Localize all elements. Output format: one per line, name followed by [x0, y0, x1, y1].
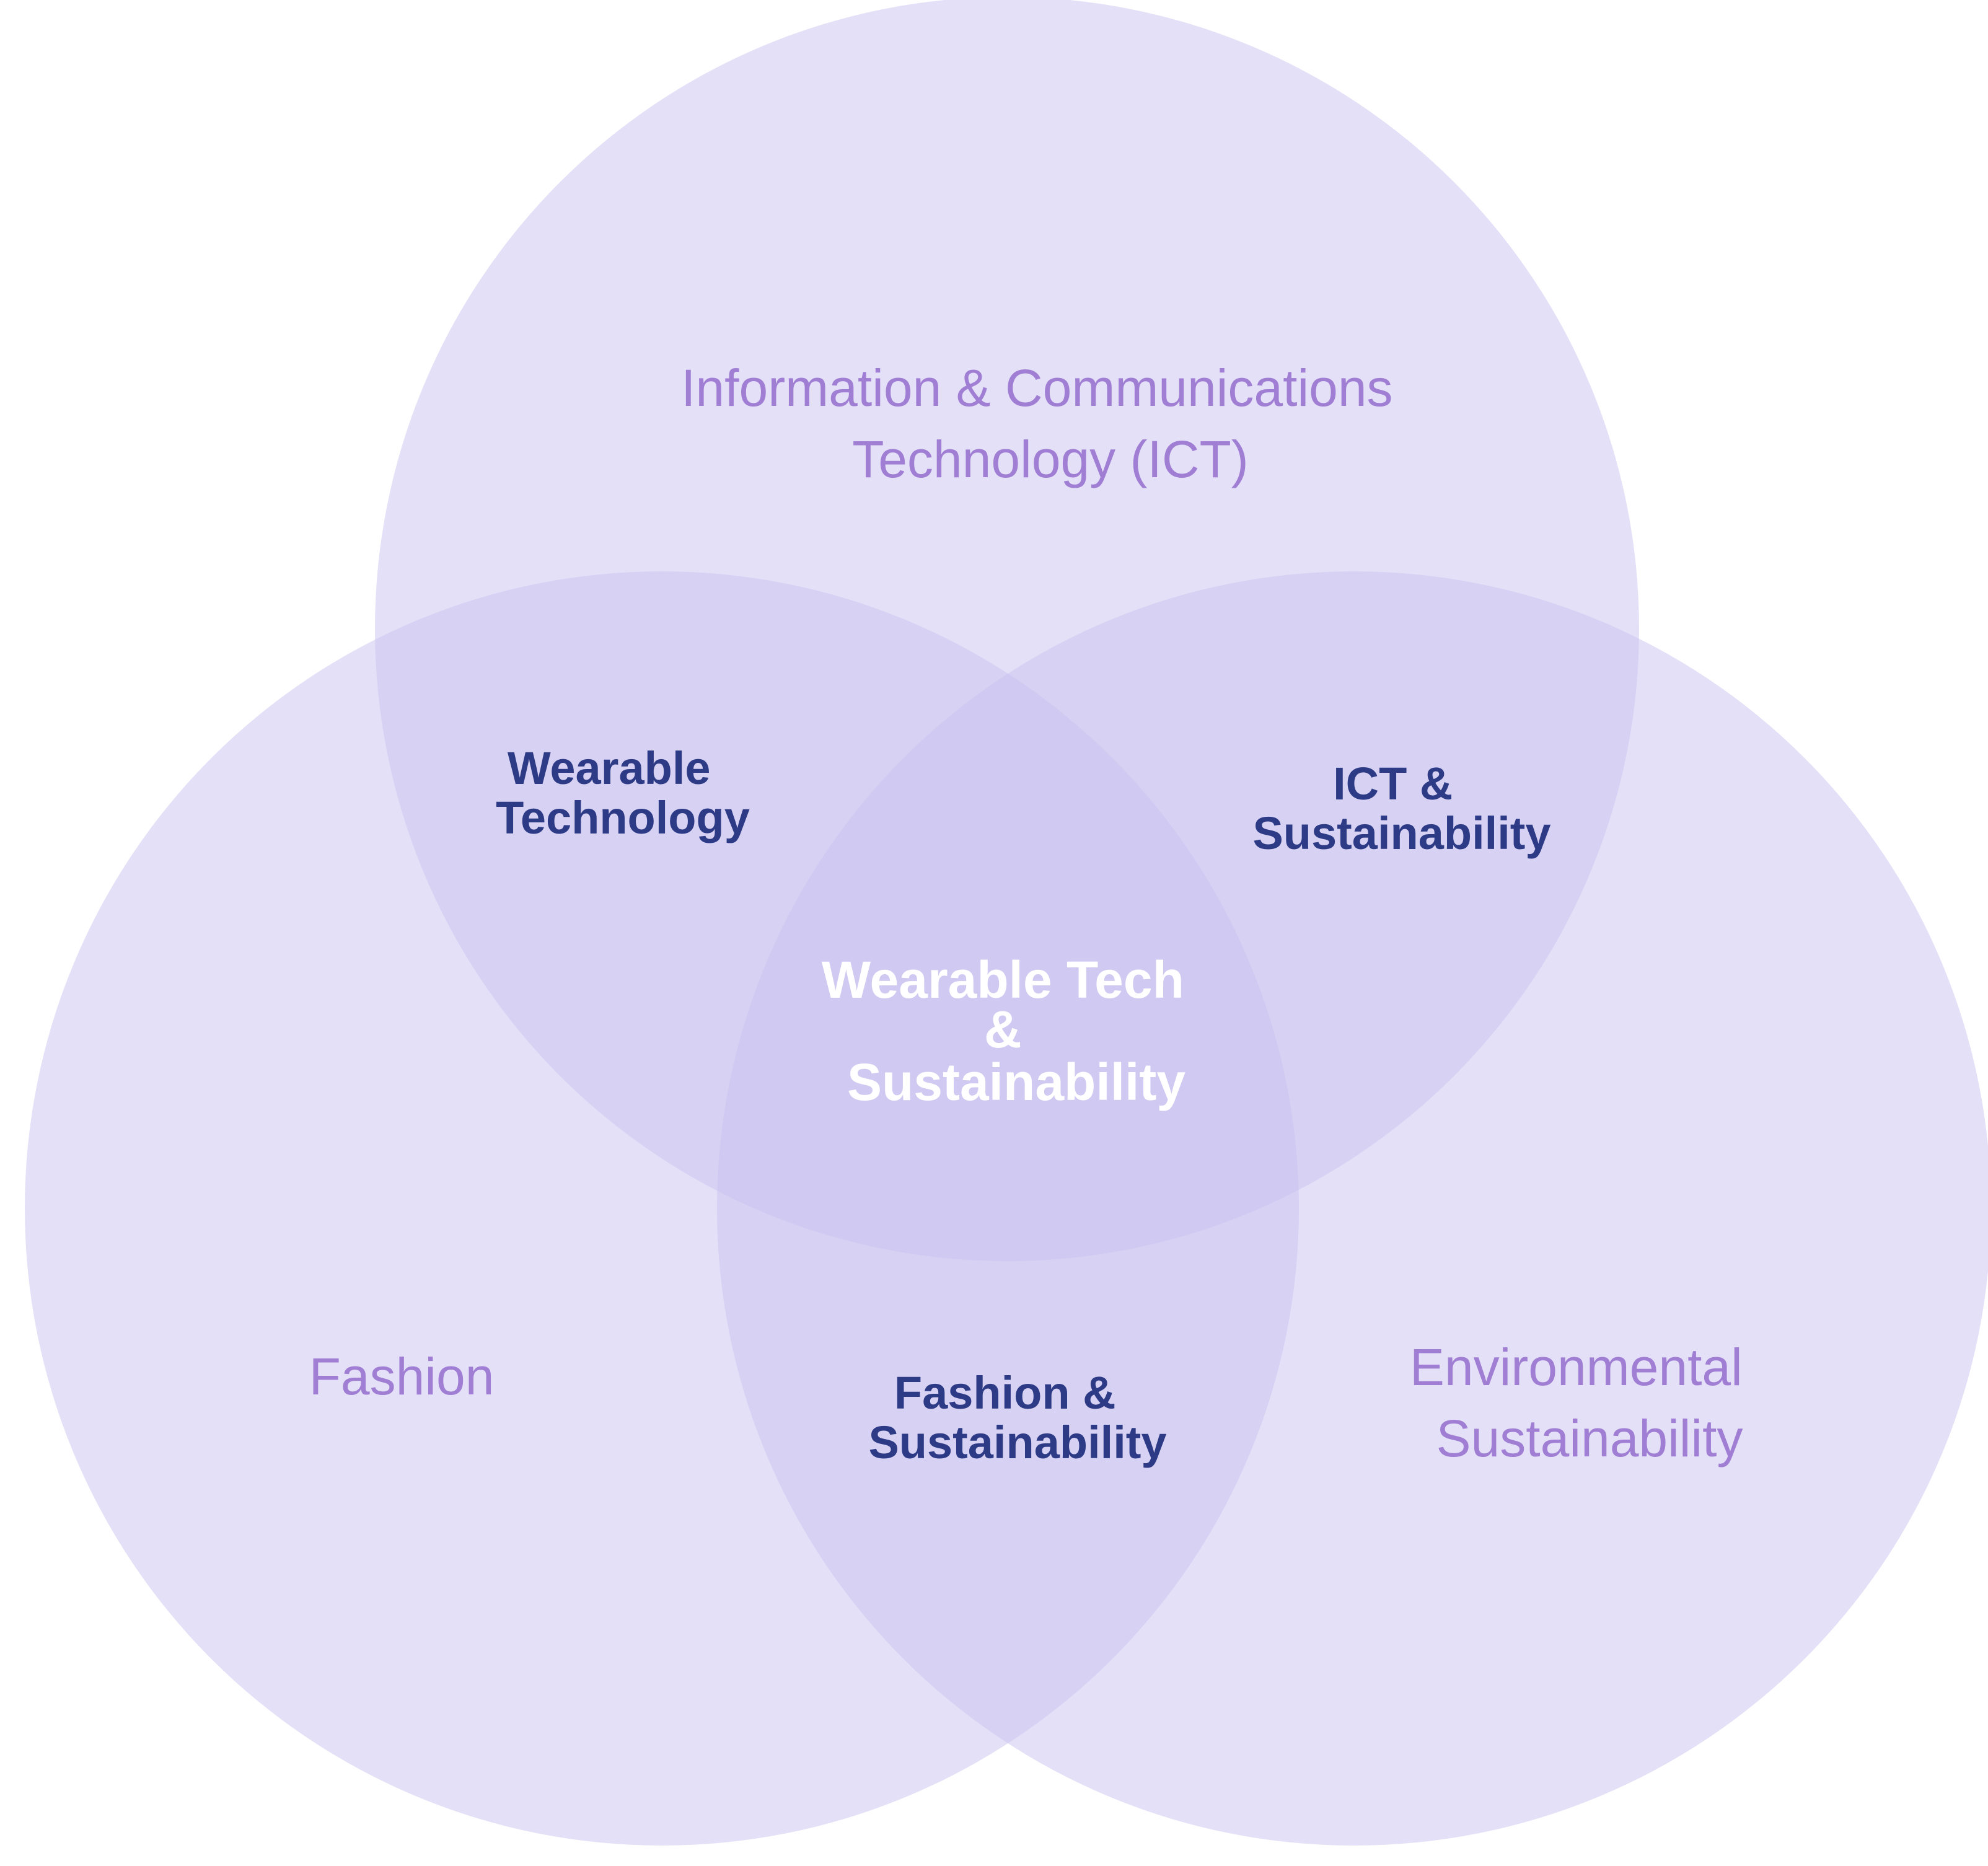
label-ict-sustainability: ICT & Sustainability [1252, 758, 1550, 859]
label-ict-line2: Technology (ICT) [852, 430, 1249, 488]
label-ict-line1: Information & Communications [681, 359, 1392, 417]
label-environmental-sustainability: Environmental Sustainability [1410, 1338, 1757, 1468]
label-wearable-technology-line2: Technology [496, 792, 750, 843]
label-ict-sustainability-line1: ICT & [1333, 758, 1453, 809]
label-fashion-sustainability: Fashion & Sustainability [868, 1367, 1166, 1468]
label-fashion-sustainability-line2: Sustainability [868, 1417, 1166, 1468]
label-ict-sustainability-line2: Sustainability [1252, 808, 1550, 859]
label-fashion-sustainability-line1: Fashion & [894, 1367, 1116, 1419]
label-wearable-technology: Wearable Technology [496, 742, 750, 843]
label-wearable-tech-sustainability: Wearable Tech & Sustainability [822, 951, 1199, 1111]
label-wearable-technology-line1: Wearable [508, 742, 711, 794]
label-center-line1: Wearable Tech [822, 951, 1184, 1009]
label-fashion: Fashion [309, 1347, 495, 1406]
label-ict: Information & Communications Technology … [681, 359, 1407, 488]
label-center-line2: & [984, 1000, 1022, 1058]
label-environmental-line2: Sustainability [1436, 1409, 1743, 1468]
circle-environmental-sustainability [717, 571, 1988, 1846]
label-center-line3: Sustainability [847, 1053, 1185, 1111]
label-environmental-line1: Environmental [1410, 1338, 1743, 1396]
